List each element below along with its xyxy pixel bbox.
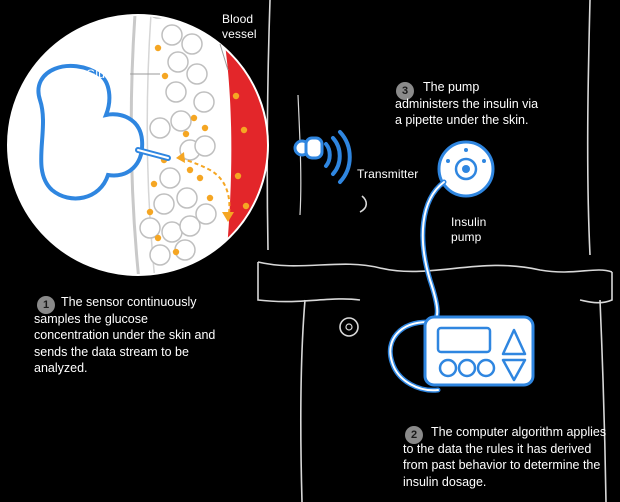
tissue-cell bbox=[139, 217, 161, 239]
pump-button-1 bbox=[438, 358, 458, 378]
tissue-cell bbox=[186, 63, 208, 85]
tissue-cell bbox=[195, 203, 217, 225]
tissue-cell bbox=[159, 167, 181, 189]
pump-button-3 bbox=[476, 358, 496, 378]
navel bbox=[359, 195, 368, 213]
tissue-cell bbox=[149, 244, 171, 266]
glucose-molecule bbox=[172, 248, 180, 256]
glucose-label: Glucose bbox=[86, 67, 131, 81]
blood-vessel-pointer bbox=[219, 43, 229, 71]
glucose-molecule bbox=[236, 44, 244, 52]
pump-screen bbox=[436, 326, 492, 354]
tissue-cell bbox=[170, 110, 192, 132]
step-1-badge: 1 bbox=[37, 296, 55, 314]
glucose-molecule bbox=[242, 202, 250, 210]
insulin-pump-device bbox=[423, 315, 535, 387]
tissue-cell bbox=[179, 15, 201, 23]
glucose-molecule bbox=[234, 172, 242, 180]
glucose-molecule bbox=[196, 174, 204, 182]
glucose-molecule bbox=[146, 208, 154, 216]
belt-button bbox=[339, 317, 359, 337]
glucose-molecule bbox=[206, 194, 214, 202]
blood-vessel-label: Blood vessel bbox=[222, 12, 257, 41]
transmitter-label: Transmitter bbox=[357, 167, 419, 181]
glucose-molecule bbox=[182, 130, 190, 138]
tissue-cell bbox=[153, 193, 175, 215]
glucose-molecule bbox=[232, 92, 240, 100]
infusion-site bbox=[437, 140, 495, 198]
glucose-molecule bbox=[154, 234, 162, 242]
glucose-molecule bbox=[186, 166, 194, 174]
belt-button-hole bbox=[345, 323, 353, 331]
tissue-cell bbox=[181, 33, 203, 55]
tissue-cell bbox=[176, 187, 198, 209]
tissue-cell bbox=[161, 221, 183, 243]
glucose-molecule bbox=[154, 44, 162, 52]
tissue-cell bbox=[165, 81, 187, 103]
glucose-molecule bbox=[161, 72, 169, 80]
step-2-text: The computer algorithm applies to the da… bbox=[403, 425, 607, 489]
magnified-view bbox=[7, 14, 269, 276]
tissue-cell bbox=[179, 215, 201, 237]
glucose-molecule bbox=[190, 114, 198, 122]
tissue-cell bbox=[193, 91, 215, 113]
step-3-badge: 3 bbox=[396, 82, 414, 100]
glucose-molecule bbox=[201, 124, 209, 132]
insulin-pump-label: Insulin pump bbox=[451, 215, 487, 244]
step-1-text: The sensor continuously samples the gluc… bbox=[34, 295, 216, 375]
tissue-cell bbox=[147, 15, 169, 19]
pump-button-2 bbox=[457, 358, 477, 378]
body-silhouette bbox=[257, 0, 613, 502]
glucose-molecule bbox=[240, 126, 248, 134]
pump-up-arrow-icon bbox=[501, 328, 527, 356]
tissue-cell bbox=[194, 135, 216, 157]
step-2-badge: 2 bbox=[405, 426, 423, 444]
step-3-text: The pump administers the insulin via a p… bbox=[395, 80, 539, 127]
tissue-cell bbox=[149, 117, 171, 139]
tissue-cell bbox=[167, 51, 189, 73]
glucose-molecule bbox=[150, 180, 158, 188]
pump-down-arrow-icon bbox=[501, 358, 527, 382]
transmitter-device bbox=[293, 130, 352, 184]
tissue-cell bbox=[161, 24, 183, 46]
